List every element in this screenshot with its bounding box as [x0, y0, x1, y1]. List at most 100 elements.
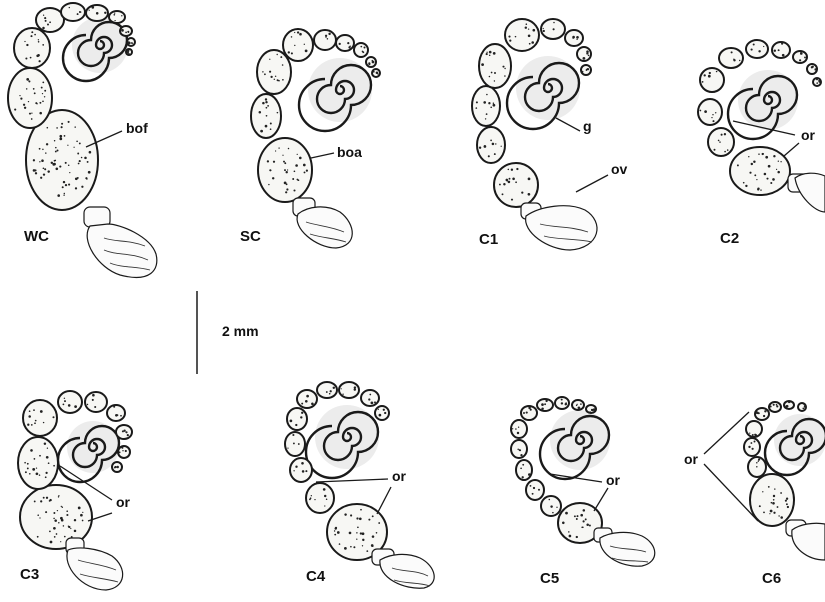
- stipple-dot: [731, 51, 733, 53]
- stipple-dot: [350, 546, 352, 548]
- stipple-dot: [68, 526, 70, 528]
- stipple-dot: [34, 422, 36, 424]
- stipple-dot: [68, 184, 70, 186]
- stipple-dot: [300, 416, 302, 418]
- ovariole-c6: [744, 401, 825, 560]
- stipple-dot: [287, 447, 288, 448]
- stipple-dot: [77, 177, 79, 179]
- stipple-dot: [356, 539, 357, 540]
- stipple-dot: [306, 395, 309, 398]
- stipple-dot: [74, 126, 75, 127]
- stipple-dot: [504, 75, 506, 77]
- stipple-dot: [359, 517, 362, 520]
- stipple-dot: [766, 178, 768, 180]
- stipple-dot: [770, 406, 772, 408]
- stipple-dot: [768, 486, 770, 488]
- stipple-dot: [773, 512, 775, 514]
- stipple-dot: [34, 500, 36, 502]
- stipple-dot: [576, 39, 577, 40]
- stipple-dot: [773, 404, 775, 406]
- stipple-dot: [583, 509, 586, 512]
- stipple-dot: [488, 155, 490, 157]
- stipple-dot: [769, 513, 770, 514]
- stipple-dot: [700, 110, 702, 112]
- stipple-dot: [43, 497, 45, 499]
- stipple-dot: [58, 495, 59, 496]
- stipple-dot: [314, 499, 315, 500]
- stipple-dot: [325, 36, 326, 37]
- stipple-dot: [581, 71, 583, 73]
- stipple-dot: [45, 20, 47, 22]
- stipple-dot: [529, 43, 531, 45]
- stipple-dot: [757, 188, 759, 190]
- stipple-dot: [37, 514, 39, 516]
- stipple-dot: [776, 405, 778, 407]
- stipple-dot: [774, 49, 776, 51]
- stipple-dot: [578, 406, 581, 409]
- stipple-dot: [59, 138, 62, 141]
- stipple-dot: [588, 55, 590, 57]
- stipple-dot: [724, 133, 726, 135]
- stipple-dot: [512, 178, 515, 181]
- stipple-dot: [777, 506, 779, 508]
- stipple-dot: [379, 414, 382, 417]
- stipple-dot: [772, 502, 775, 505]
- stipple-dot: [49, 21, 51, 23]
- stipple-dot: [756, 462, 758, 464]
- stipple-dot: [366, 550, 368, 552]
- stipple-dot: [275, 76, 276, 77]
- stipple-dot: [369, 394, 371, 396]
- stipple-dot: [68, 165, 70, 167]
- stipple-dot: [522, 464, 524, 466]
- stipple-dot: [304, 44, 305, 45]
- stipple-dot: [508, 36, 510, 38]
- stipple-dot: [528, 407, 531, 410]
- stipple-dot: [24, 462, 26, 464]
- stipple-dot: [51, 162, 53, 164]
- stipple-dot: [368, 63, 370, 65]
- stipple-dot: [84, 157, 87, 160]
- stipple-dot: [128, 53, 130, 55]
- stipple-dot: [122, 450, 123, 451]
- stipple-dot: [115, 414, 118, 417]
- stipple-dot: [30, 449, 33, 452]
- stipple-dot: [29, 410, 31, 412]
- stipple-dot: [803, 403, 804, 404]
- stipple-dot: [65, 162, 67, 164]
- stipple-dot: [270, 123, 272, 125]
- annotation-or-c4: or: [392, 468, 406, 484]
- stipple-dot: [512, 428, 513, 429]
- stipple-dot: [751, 49, 753, 51]
- stipple-dot: [544, 403, 546, 405]
- stipple-dot: [348, 46, 350, 48]
- annotation-or-c3: or: [116, 494, 130, 510]
- stipple-dot: [777, 171, 780, 174]
- panel-label-c6: C6: [762, 570, 781, 587]
- stipple-dot: [87, 404, 88, 405]
- stipple-dot: [82, 520, 84, 522]
- stipple-dot: [37, 536, 39, 538]
- stipple-dot: [68, 121, 70, 123]
- stipple-dot: [483, 101, 486, 104]
- stipple-dot: [577, 404, 578, 405]
- stipple-dot: [377, 73, 378, 74]
- stipple-dot: [758, 50, 760, 52]
- stipple-dot: [495, 143, 496, 144]
- stipple-dot: [42, 93, 43, 94]
- stipple-dot: [745, 185, 747, 187]
- stipple-shading: [14, 6, 821, 552]
- stipple-dot: [568, 531, 570, 533]
- stipple-dot: [291, 52, 293, 54]
- stipple-dot: [127, 41, 130, 44]
- stipple-dot: [709, 72, 711, 74]
- stipple-dot: [800, 52, 801, 53]
- stipple-dot: [508, 181, 511, 184]
- stipple-dot: [758, 153, 760, 155]
- stipple-dot: [61, 519, 64, 522]
- stipple-dot: [508, 169, 510, 171]
- stipple-dot: [264, 73, 266, 75]
- stipple-dot: [581, 526, 583, 528]
- stipple-dot: [125, 450, 127, 452]
- stipple-dot: [26, 44, 28, 46]
